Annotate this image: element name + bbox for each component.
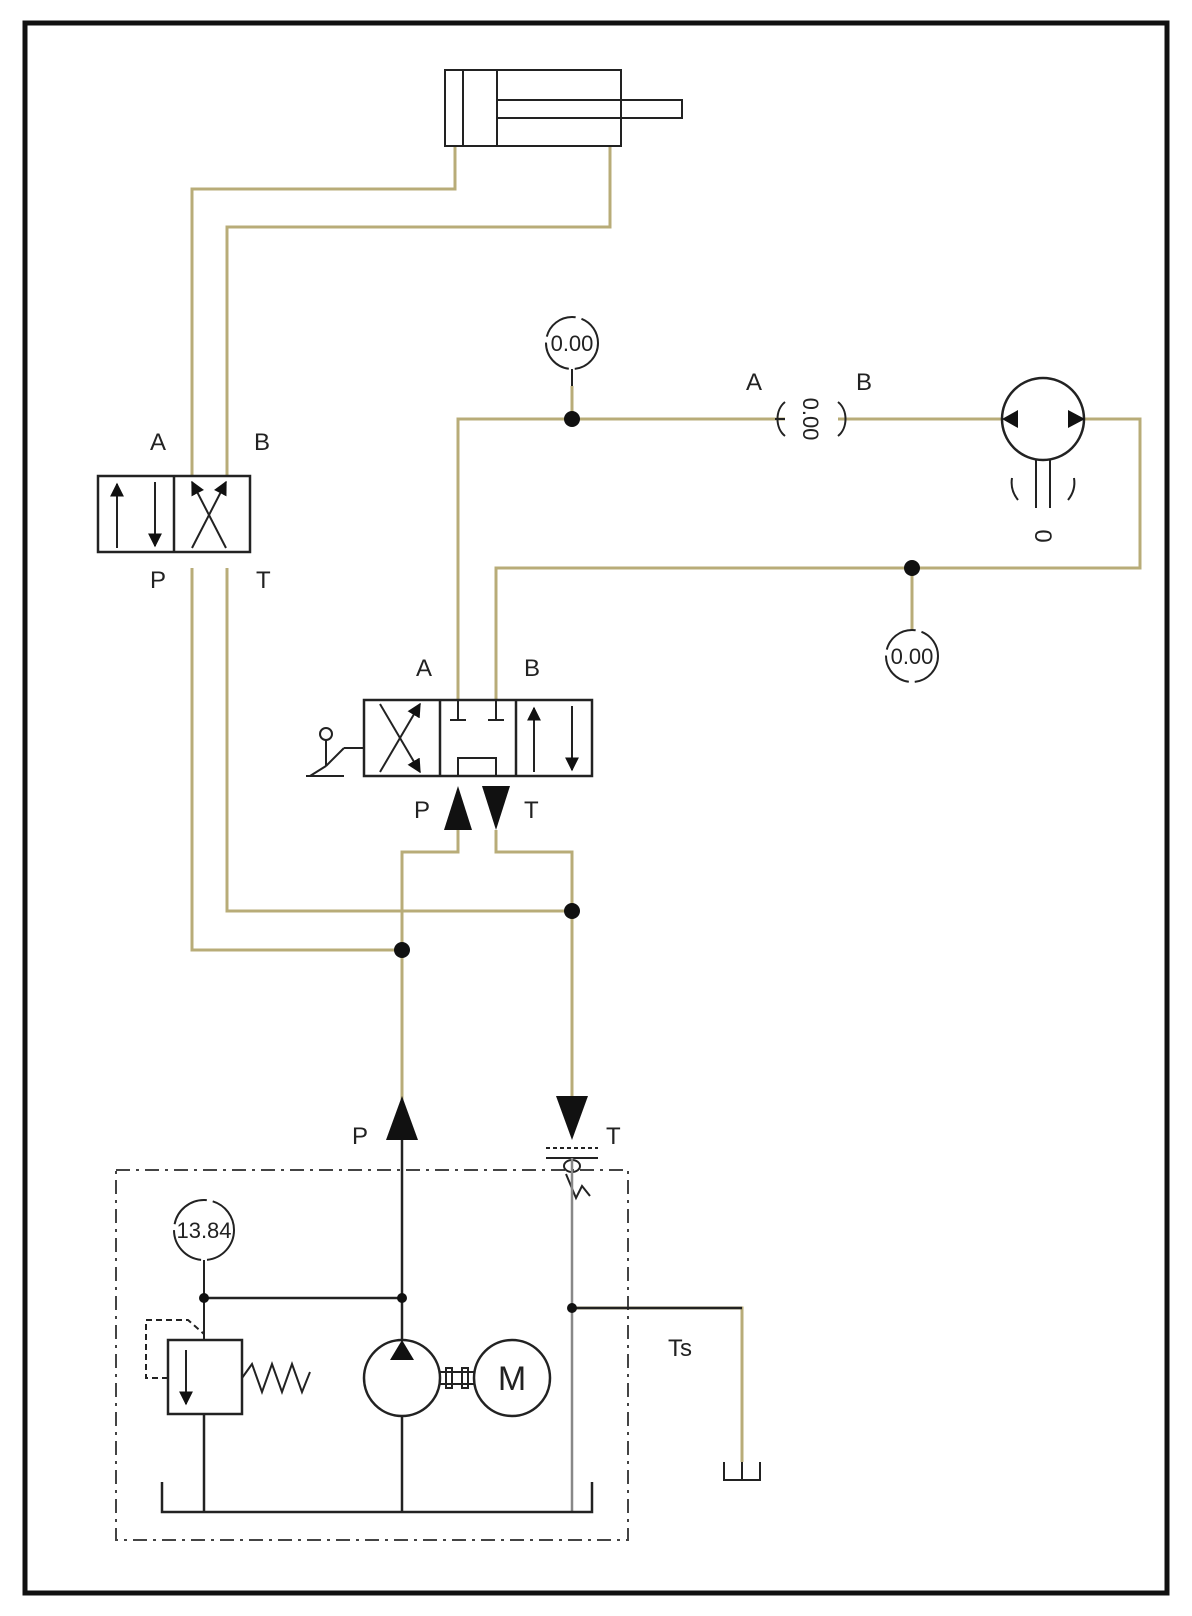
- supply-label-p: P: [352, 1123, 368, 1150]
- hydraulic-cylinder: [444, 69, 683, 147]
- pressure-gauge-right: [885, 629, 939, 683]
- valve1-label-t: T: [256, 567, 271, 594]
- pressure-gauge-top: [545, 316, 599, 386]
- drain-label-ts: Ts: [668, 1335, 692, 1362]
- valve1-label-p: P: [150, 567, 166, 594]
- valve2-label-t: T: [524, 797, 539, 824]
- pipes: [190, 146, 1142, 1462]
- valve1-label-b: B: [254, 429, 270, 456]
- valve2-label-a: A: [416, 655, 432, 682]
- valve2-label-b: B: [524, 655, 540, 682]
- frame-border: [22, 20, 1170, 1596]
- return-label-t: T: [606, 1123, 621, 1150]
- gauge-top-value: 0.00: [551, 331, 594, 356]
- reservoir-tank: [160, 1482, 594, 1514]
- flow-label-b: B: [856, 369, 872, 396]
- hydraulic-motor: [1000, 376, 1086, 508]
- flow-meter: [775, 401, 847, 437]
- junctions: [394, 411, 920, 958]
- gauge-right-value: 0.00: [891, 644, 934, 669]
- directional-valve-left: [96, 474, 252, 554]
- hyd-motor-zero: 0: [1029, 529, 1056, 542]
- directional-valve-center: [306, 698, 594, 830]
- relief-valve: [145, 1319, 311, 1512]
- electric-motor: [472, 1338, 552, 1418]
- valve1-label-a: A: [150, 429, 166, 456]
- return-port-arrow: [556, 1096, 588, 1140]
- power-unit-boundary: [115, 1169, 629, 1541]
- electric-motor-label: M: [498, 1360, 526, 1398]
- gauge-pump-value: 13.84: [176, 1218, 231, 1243]
- flow-label-a: A: [746, 369, 762, 396]
- supply-port-arrow: [386, 1096, 418, 1140]
- flow-meter-value: 0.00: [798, 398, 823, 441]
- valve2-label-p: P: [414, 797, 430, 824]
- hydraulic-pump: [362, 1338, 474, 1512]
- drain-tank: [723, 1462, 761, 1481]
